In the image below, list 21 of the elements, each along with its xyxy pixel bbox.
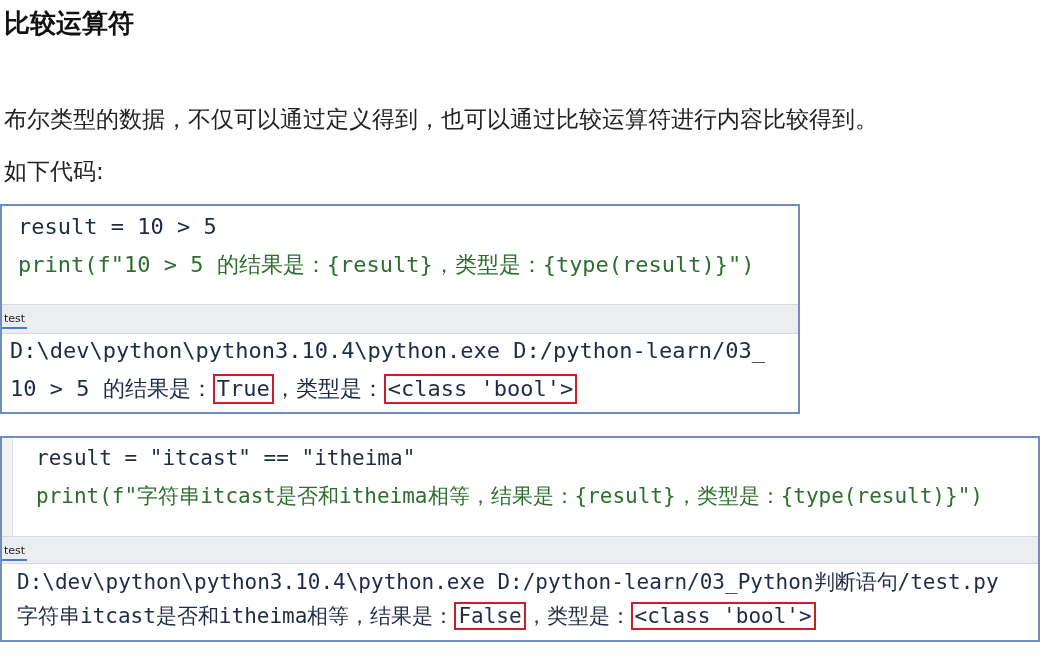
code-line: result = 10 > 5 [18, 214, 217, 239]
output-text: ，类型是： [525, 603, 631, 631]
code-panel [0, 204, 800, 414]
code-panel [0, 436, 1040, 642]
output-text: 10 > 5 的结果是： [10, 375, 213, 403]
output-line: D:\dev\python\python3.10.4\python.exe D:/python-learn/03_Python判断语句/test.py [17, 569, 999, 596]
highlight-box: <class 'bool'> [630, 602, 816, 631]
output-text: 字符串itcast是否和itheima相等，结果是： [17, 603, 455, 631]
tab-label: test [2, 544, 28, 561]
tab-label: test [2, 312, 28, 329]
code-line: print(f"字符串itcast是否和itheima相等，结果是：{result}，类型是：{type(result)}") [36, 483, 983, 510]
code-line: result = "itcast" == "itheima" [36, 446, 416, 470]
highlight-box: True [212, 374, 274, 404]
code-line: print(f"10 > 5 的结果是：{result}，类型是：{type(result)}") [18, 251, 755, 279]
paragraph: 如下代码: [4, 157, 104, 186]
output-line: D:\dev\python\python3.10.4\python.exe D:/python-learn/03_ [10, 338, 765, 363]
paragraph: 布尔类型的数据，不仅可以通过定义得到，也可以通过比较运算符进行内容比较得到。 [4, 105, 878, 134]
output-text: ，类型是： [273, 375, 384, 403]
heading: 比较运算符 [4, 7, 134, 40]
highlight-box: <class 'bool'> [383, 374, 578, 404]
highlight-box: False [454, 602, 526, 631]
